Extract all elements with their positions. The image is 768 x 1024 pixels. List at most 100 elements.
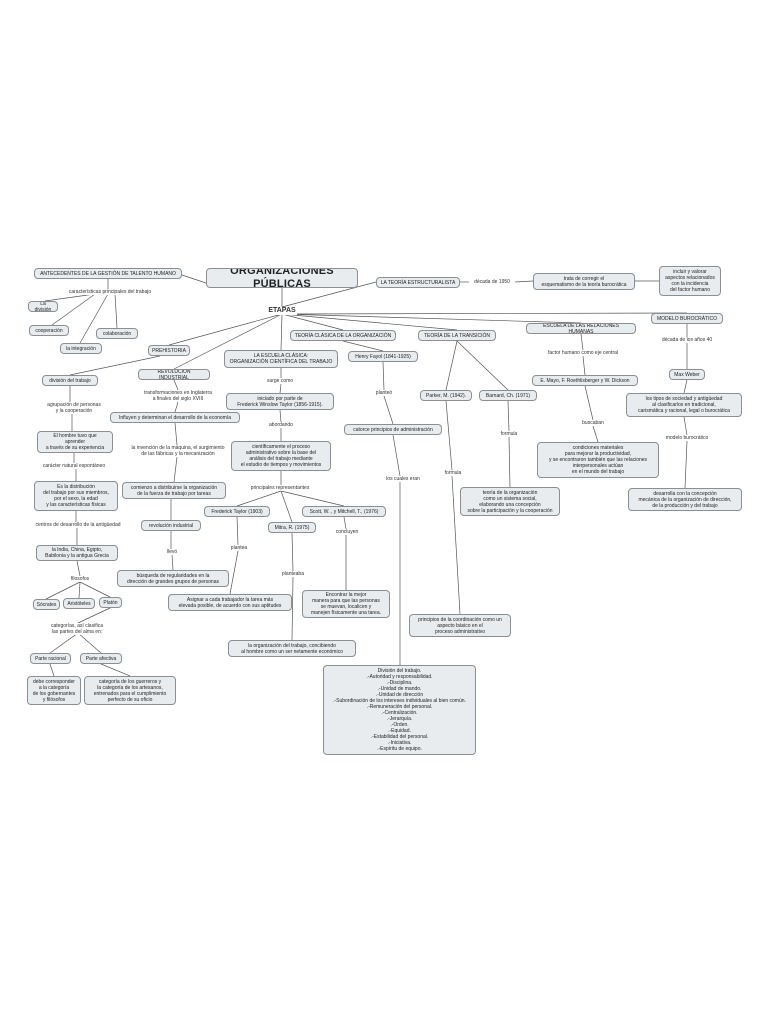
node-scott: Scott, W. , y Mitchell, T., (1976) <box>302 506 386 517</box>
node-incluir: incluir y valorar aspectos relacionados … <box>659 266 721 296</box>
label-formula-parker: formula <box>440 470 466 476</box>
connector-line <box>343 516 347 530</box>
node-barnard: Barnard, Ch. (1971) <box>479 390 537 401</box>
node-asignar: Asignar a cada trabajador la tarea más e… <box>168 594 292 611</box>
node-influyen: Influyen y determinan el desarrollo de l… <box>110 412 240 423</box>
connector-line <box>173 456 178 483</box>
node-catorce: catorce principios de administración <box>344 424 442 435</box>
node-colaboracion: colaboración <box>96 328 138 339</box>
label-factor-humano: factor humano como eje central <box>536 350 630 356</box>
node-organizacion-trabajo: la organización del trabajo, concibiendo… <box>228 640 356 657</box>
connector-line <box>342 340 384 352</box>
connector-line <box>100 663 131 677</box>
connector-line <box>280 490 293 523</box>
connector-line <box>51 293 96 326</box>
connector-line <box>45 581 81 600</box>
connector-line <box>281 312 688 315</box>
connector-line <box>281 281 377 308</box>
page-title: ORGANIZACIONES PÚBLICAS <box>206 268 358 288</box>
connector-line <box>383 395 394 425</box>
node-prehistoria: PREHISTORIA <box>148 345 190 356</box>
node-condiciones: condiciones materiales para mejorar la p… <box>537 442 659 478</box>
label-concluyen: concluyen <box>330 529 364 535</box>
connector-line <box>456 340 509 391</box>
connector-line <box>79 293 109 344</box>
connector-line <box>451 475 461 615</box>
label-llevo: llevó <box>162 549 182 555</box>
connector-line <box>168 313 283 346</box>
label-decada-1950: década de 1950 <box>469 279 515 285</box>
label-surge-como: surge como <box>260 378 300 384</box>
node-cooperacion: cooperación <box>29 325 69 336</box>
label-formula-barnard: formula <box>496 431 522 437</box>
connector-line <box>507 400 510 432</box>
label-planteaba: planteaba <box>276 571 310 577</box>
connector-line <box>78 581 81 599</box>
node-desarrolla: desarrolla con la concepción mecánica de… <box>628 488 742 511</box>
label-transformaciones: transformaciones en Inglaterra a finales… <box>136 390 220 402</box>
node-debe-corresponder: debe corresponder a la categoría de los … <box>27 676 81 705</box>
connector-line <box>229 550 239 595</box>
connector-line <box>291 576 294 641</box>
node-principios-list: División del trabajo. .-Autoridad y resp… <box>323 665 476 755</box>
node-hombre-aprender: El hombre tuvo que aprender a través de … <box>37 431 113 453</box>
connector-line <box>580 333 584 351</box>
label-categorias: categorías, así clasifica las partes del… <box>40 623 114 635</box>
label-abordando: abordando <box>262 422 300 428</box>
connector-line <box>445 400 453 471</box>
node-taylor: Frederick Taylor (1903) <box>204 506 270 517</box>
connector-line <box>582 355 586 376</box>
connector-line <box>508 436 511 488</box>
node-parte-afectiva: Parte afectiva <box>80 653 122 664</box>
node-comienzo: comienzo a distribuirse la organización … <box>122 482 226 499</box>
label-caracter: carácter natural espontáneo <box>30 463 118 469</box>
connector-line <box>684 440 688 489</box>
node-mitra: Mitra, R. (1975) <box>268 522 316 533</box>
label-planteo-fayol: planteó <box>372 390 396 396</box>
label-decada-40: década de los años 40 <box>652 337 722 343</box>
node-cientificamente: científicamente el proceso administrativ… <box>231 441 331 471</box>
label-buscaban: buscaban <box>578 420 608 426</box>
connector-line <box>279 383 282 394</box>
node-revolucion-industrial: revolución industrial <box>141 520 201 531</box>
connector-line <box>173 313 283 370</box>
node-trata: trata de corregir el esquematismo de la … <box>533 273 635 290</box>
connector-line <box>181 274 207 284</box>
label-agrupacion: agrupación de personas y la cooperación <box>36 402 112 414</box>
node-aristoteles: Aristóteles <box>63 598 95 609</box>
label-etapas: ETAPAS <box>267 307 297 315</box>
node-busqueda: búsqueda de regularidades en la direcció… <box>117 570 229 587</box>
label-centros: centros de desarrollo de la antigüedad <box>28 522 128 528</box>
node-parte-racional: Parte racional <box>30 653 71 664</box>
node-division-trabajo: división del trabajo <box>42 375 98 386</box>
label-principales: principales representantes <box>240 485 320 491</box>
connector-line <box>683 416 688 436</box>
node-escuela-relaciones: ESCUELA DE LAS RELACIONES HUMANAS <box>526 323 636 334</box>
node-fayol: Henry Fayol (1841-1925) <box>348 351 418 362</box>
node-teoria-org: teoría de la organización como un sistem… <box>460 487 560 516</box>
connector-line <box>76 560 81 577</box>
label-filosofos: filosofos <box>62 576 98 582</box>
label-caracteristicas: características principales del trabajo <box>55 289 165 295</box>
label-modelo-buro: modelo burocrático <box>658 435 716 441</box>
node-mayo: E. Mayo, F. Roethlisberger y W. Dickson <box>532 375 638 386</box>
node-escuela-clasica: LA ESCUELA CLÁSICA: ORGANIZACIÓN CIENTÍF… <box>224 350 338 368</box>
node-teoria-estructuralista: LA TEORÍA ESTRUCTURALISTA <box>376 277 460 288</box>
connector-line <box>445 340 458 391</box>
node-india: la India, China, Egipto, Babilonia y la … <box>36 545 118 561</box>
connector-line <box>281 313 344 331</box>
node-encontrar: Encontrar la mejor manera para que las p… <box>302 590 390 618</box>
node-iniciado: iniciado por parte de Frederick Winslow … <box>226 393 334 410</box>
connector-line <box>291 532 294 572</box>
node-teoria-clasica: TEORÍA CLÁSICA DE LA ORGANIZACIÓN <box>290 330 396 341</box>
connector-line <box>49 663 55 677</box>
node-antecedentes: ANTECEDENTES DE LA GESTIÓN DE TALENTO HU… <box>34 268 182 279</box>
connector-line <box>683 379 688 394</box>
connector-line <box>281 313 582 324</box>
connector-line <box>514 280 534 283</box>
node-distribucion: Es la distribución del trabajo por sus m… <box>34 481 118 511</box>
connector-line <box>114 293 118 329</box>
connector-line <box>592 425 599 443</box>
connector-line <box>279 409 282 423</box>
connector-line <box>77 632 102 654</box>
